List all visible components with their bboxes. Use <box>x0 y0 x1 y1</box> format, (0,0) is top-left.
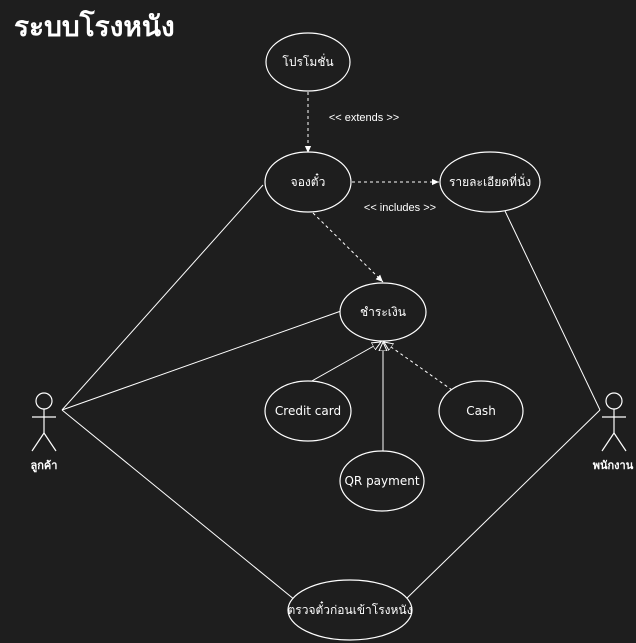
use-case-promotion-label: โปรโมชั่น <box>282 53 333 69</box>
use-case-payment-label: ชำระเงิน <box>360 305 406 319</box>
use-case-check-ticket[interactable]: ตรวจตั๋วก่อนเข้าโรงหนัง <box>287 579 413 641</box>
use-case-book-ticket-label: จองตั๋ว <box>291 172 326 189</box>
actor-customer-label: ลูกค้า <box>31 459 58 473</box>
assoc-customer-book <box>61 184 264 411</box>
use-case-cash[interactable]: Cash <box>438 380 524 442</box>
assoc-staff-seat <box>504 210 601 411</box>
extends-label: << extends >> <box>329 112 399 124</box>
use-case-seat-details[interactable]: รายละเอียดที่นั่ง <box>439 151 541 213</box>
actor-staff[interactable]: พนักงาน <box>593 392 634 472</box>
use-case-qr-payment-label: QR payment <box>344 474 419 488</box>
assoc-customer-check <box>61 409 296 601</box>
use-case-promotion[interactable]: โปรโมชั่น <box>265 32 351 92</box>
actor-customer[interactable]: ลูกค้า <box>31 392 58 473</box>
assoc-staff-check <box>404 409 601 601</box>
use-case-qr-payment[interactable]: QR payment <box>339 450 425 512</box>
use-case-cash-label: Cash <box>466 404 496 418</box>
use-case-seat-details-label: รายละเอียดที่นั่ง <box>449 173 531 189</box>
use-case-payment[interactable]: ชำระเงิน <box>339 282 427 342</box>
use-case-check-ticket-label: ตรวจตั๋วก่อนเข้าโรงหนัง <box>288 600 413 617</box>
actor-staff-label: พนักงาน <box>593 459 634 472</box>
assoc-customer-payment <box>61 310 342 411</box>
diagram-title: ระบบโรงหนัง <box>14 9 175 43</box>
use-case-credit-card-label: Credit card <box>275 404 341 418</box>
gen-cash-payment <box>384 342 453 391</box>
gen-credit-payment <box>309 342 381 383</box>
use-case-book-ticket[interactable]: จองตั๋ว <box>264 151 352 213</box>
includes-arrow-payment <box>312 212 384 283</box>
use-case-credit-card[interactable]: Credit card <box>264 380 352 442</box>
includes-label: << includes >> <box>364 202 436 214</box>
staff-stick-figure-icon <box>601 392 627 452</box>
customer-stick-figure-icon <box>31 392 57 452</box>
